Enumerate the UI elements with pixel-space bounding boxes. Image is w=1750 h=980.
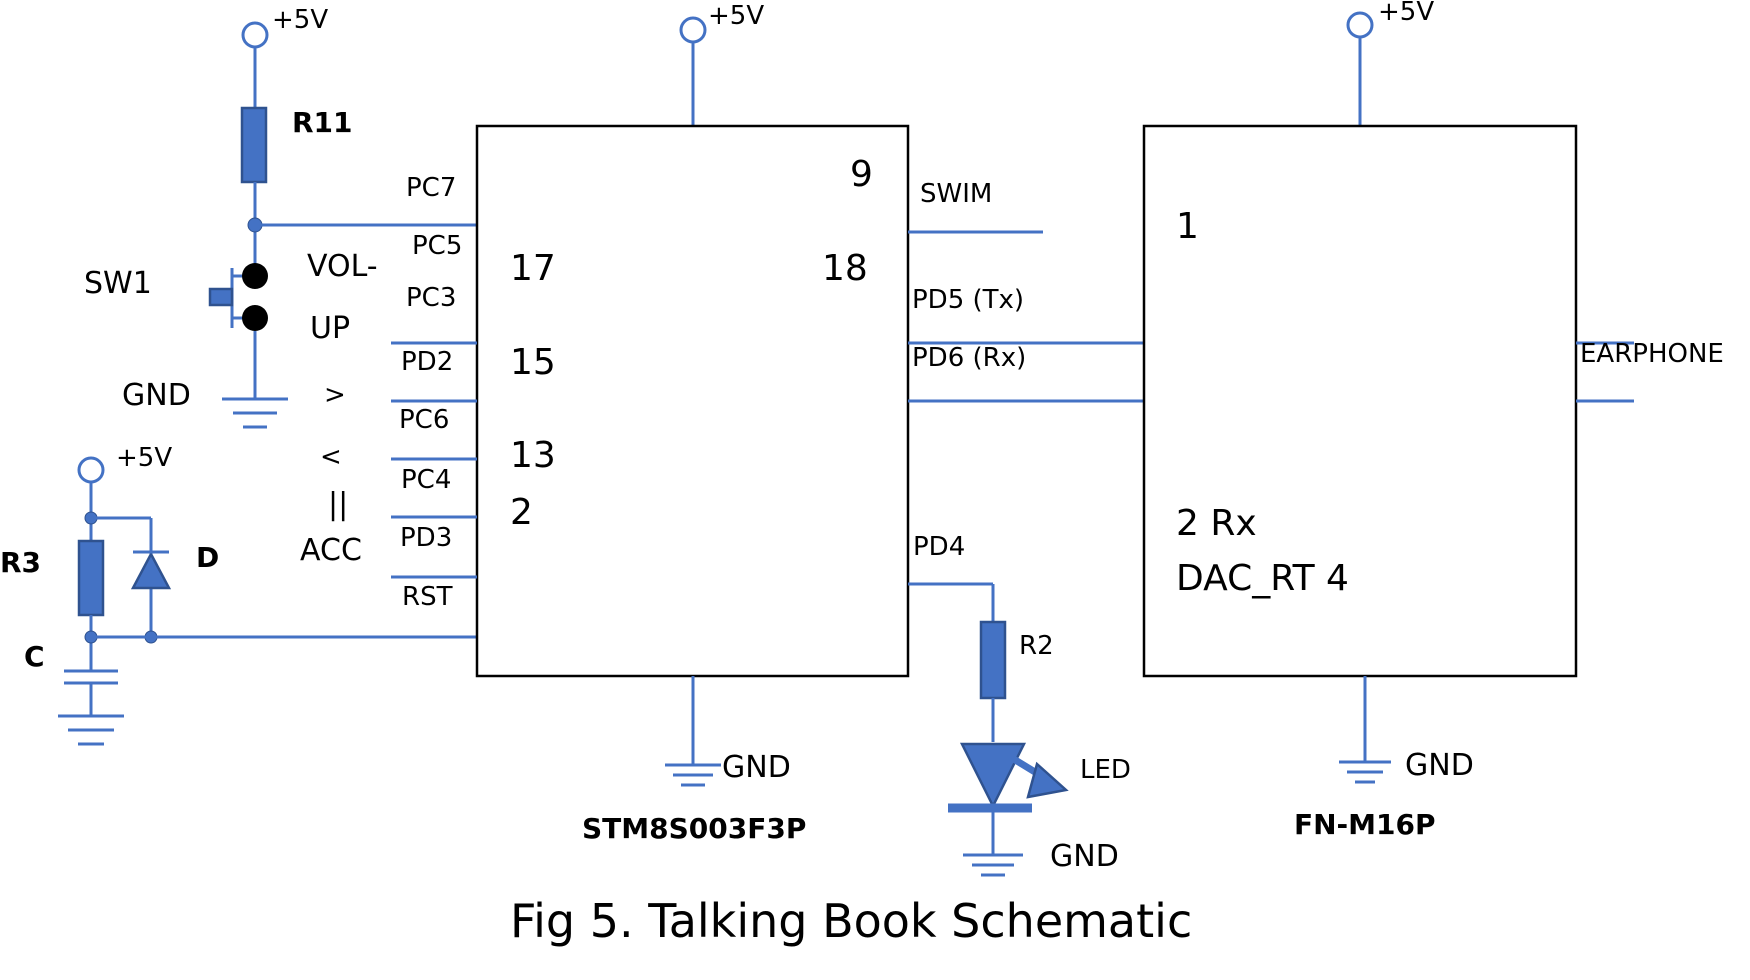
r11-supply-branch: +5V R11 SW1 GND xyxy=(84,5,477,429)
r11-supply-terminal xyxy=(241,21,269,49)
sw1-switch xyxy=(208,263,268,331)
sw1-label: SW1 xyxy=(84,266,152,301)
player-supply-terminal xyxy=(1346,11,1374,39)
pin-pc5-label: PC5 xyxy=(412,231,462,261)
mcu-stm8s003f3p: +5V PC7 PC5 PC3 PD2 PC6 PC4 PD3 RST 17 1… xyxy=(391,1,1043,845)
led-ground-symbol xyxy=(963,853,1023,877)
mcu-pin-9: 9 xyxy=(850,154,873,195)
mcu-name-label: STM8S003F3P xyxy=(582,812,806,845)
r2-label: R2 xyxy=(1019,631,1054,661)
r3-resistor xyxy=(77,539,105,617)
mcu-pin-15: 15 xyxy=(510,342,556,383)
pin-pc4-label: PC4 xyxy=(401,465,451,495)
button-labels: VOL- UP > < || ACC xyxy=(300,249,378,568)
led-label: LED xyxy=(1080,755,1131,785)
led-gnd-label: GND xyxy=(1050,839,1119,874)
player-name-label: FN-M16P xyxy=(1294,808,1436,841)
prev-label: < xyxy=(320,442,342,472)
mcu-pin-18: 18 xyxy=(822,248,868,289)
r2-resistor xyxy=(979,620,1007,700)
reset-supply-label: +5V xyxy=(116,443,172,473)
reset-supply-terminal xyxy=(77,456,105,484)
pin-pc7-label: PC7 xyxy=(406,173,456,203)
player-dac-label: DAC_RT 4 xyxy=(1176,558,1349,599)
mcu-pin-17: 17 xyxy=(510,248,556,289)
r11-label: R11 xyxy=(292,106,353,139)
led-emission-arrow xyxy=(1026,761,1069,799)
pin-pd6-label: PD6 (Rx) xyxy=(912,343,1026,373)
mcu-pin-13: 13 xyxy=(510,435,556,476)
mcu-supply-label: +5V xyxy=(708,1,764,31)
pin-swim-label: SWIM xyxy=(920,179,992,209)
d-label: D xyxy=(196,541,219,574)
capacitor-c xyxy=(64,669,118,685)
player-pin-2-rx: 2 Rx xyxy=(1176,503,1257,544)
pin-pd3-label: PD3 xyxy=(400,523,452,553)
pin-pc6-label: PC6 xyxy=(399,405,449,435)
mcu-supply-terminal xyxy=(679,16,707,44)
pin-rst-label: RST xyxy=(402,582,453,612)
pin-pc3-label: PC3 xyxy=(406,283,456,313)
r11-resistor xyxy=(240,106,268,184)
diode-d xyxy=(130,551,172,590)
mcu-ground-symbol xyxy=(665,763,721,787)
reset-circuit: +5V R3 D C xyxy=(0,443,477,746)
r11-supply-label: +5V xyxy=(272,5,328,35)
player-fn-m16p: +5V 1 2 Rx DAC_RT 4 EARPHONE GND FN-M16P xyxy=(1142,0,1724,841)
mcu-gnd-label: GND xyxy=(722,750,791,785)
player-ground-symbol xyxy=(1339,760,1391,784)
vol-minus-label: VOL- xyxy=(307,249,378,284)
next-label: > xyxy=(324,380,346,410)
c-label: C xyxy=(24,640,45,673)
pause-label: || xyxy=(328,487,348,522)
mcu-body xyxy=(475,124,910,678)
player-gnd-label: GND xyxy=(1405,748,1474,783)
r3-label: R3 xyxy=(0,546,41,579)
switch-gnd-label: GND xyxy=(122,378,191,413)
player-pin-1: 1 xyxy=(1176,206,1199,247)
up-label: UP xyxy=(310,311,350,346)
led-diode xyxy=(959,742,1027,809)
reset-ground-symbol xyxy=(58,714,124,746)
led-branch: R2 LED GND xyxy=(908,582,1131,877)
player-supply-label: +5V xyxy=(1378,0,1434,27)
acc-label: ACC xyxy=(300,533,362,568)
pin-pd2-label: PD2 xyxy=(401,347,453,377)
switch-ground-symbol xyxy=(222,397,288,429)
mcu-pin-2: 2 xyxy=(510,492,533,533)
pin-pd5-label: PD5 (Tx) xyxy=(912,285,1024,315)
earphone-label: EARPHONE xyxy=(1580,339,1724,369)
pin-pd4-label: PD4 xyxy=(913,532,965,562)
figure-caption: Fig 5. Talking Book Schematic xyxy=(510,894,1192,948)
